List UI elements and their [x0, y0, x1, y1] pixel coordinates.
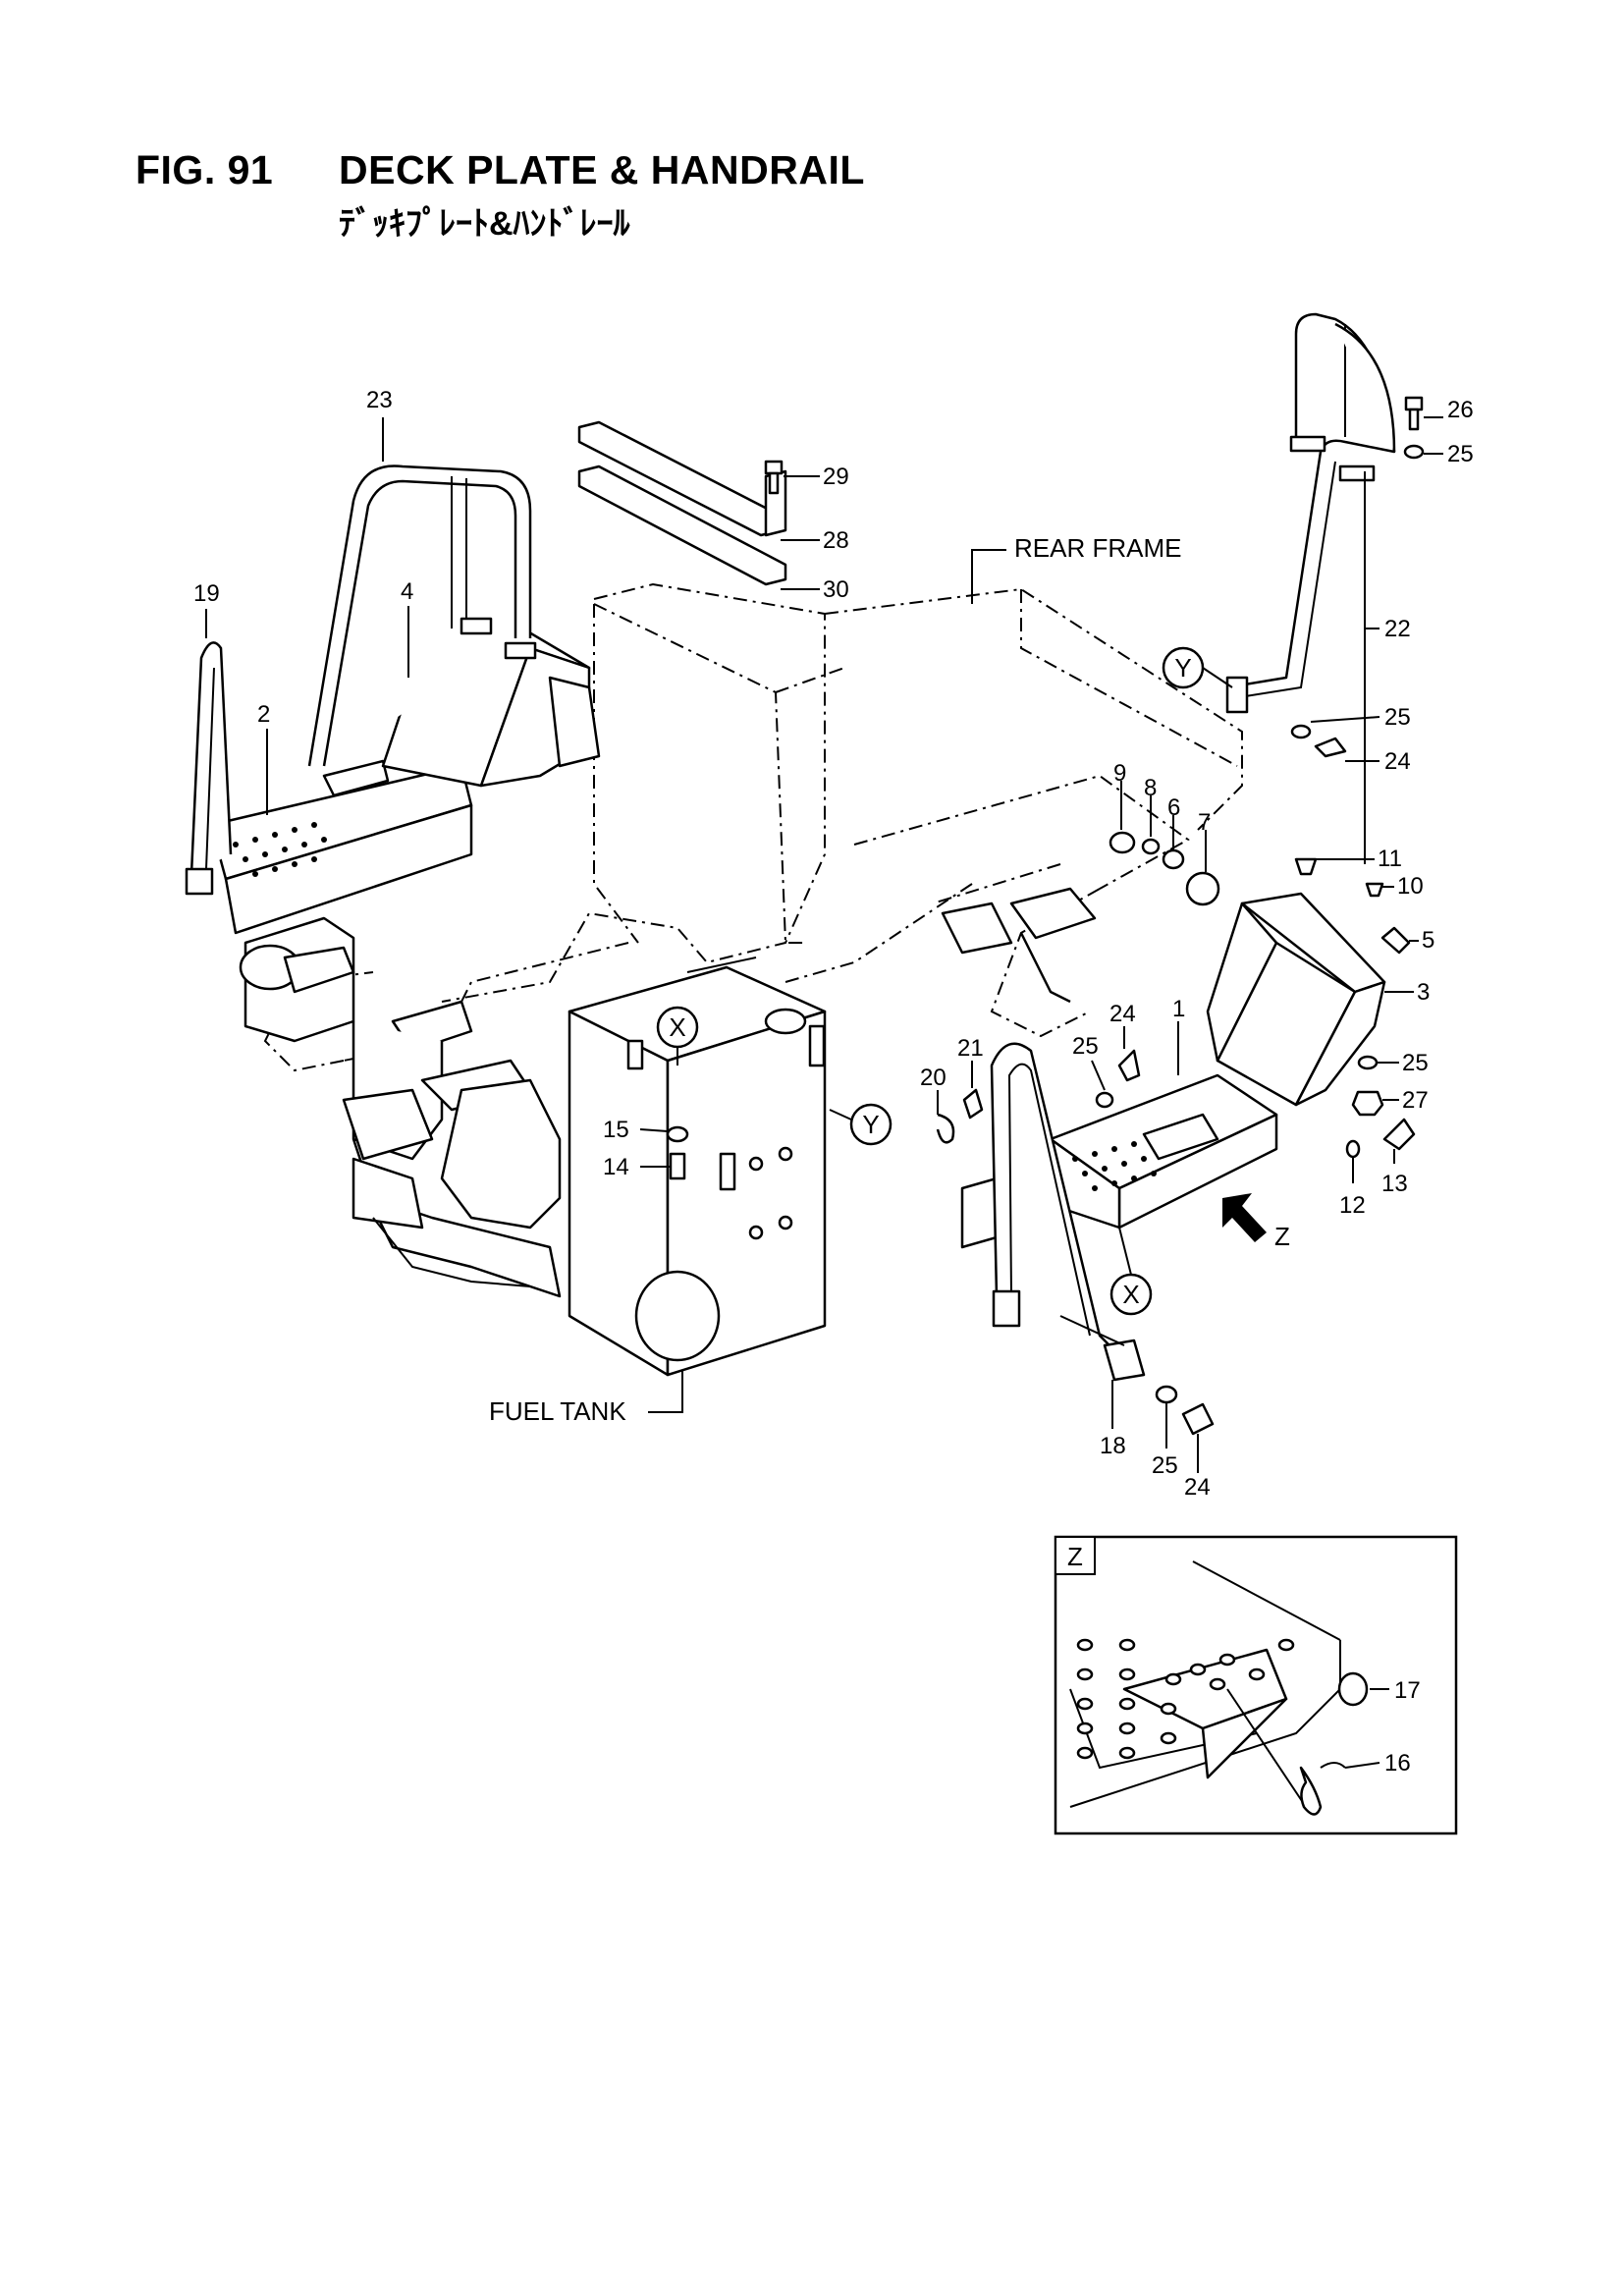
- callout-24-bottom: 24: [1184, 1474, 1211, 1501]
- right-deck-perforations: [1072, 1141, 1157, 1191]
- callout-18: 18: [1100, 1433, 1126, 1459]
- callout-23: 23: [366, 387, 393, 413]
- callout-25-bracket: 25: [1402, 1050, 1429, 1076]
- ladder-cover: [381, 602, 601, 788]
- callout-12: 12: [1339, 1192, 1366, 1219]
- view-z-arrow: Z: [1222, 1193, 1290, 1251]
- figure-title: DECK PLATE & HANDRAIL: [339, 147, 865, 192]
- leader-lines: [205, 416, 1443, 1473]
- figure-subtitle: ﾃﾞｯｷﾌﾟﾚｰﾄ&ﾊﾝﾄﾞﾚｰﾙ: [339, 205, 630, 243]
- svg-text:Y: Y: [1174, 653, 1191, 683]
- callout-21: 21: [957, 1035, 984, 1062]
- callout-15: 15: [603, 1117, 629, 1143]
- callout-24-right: 24: [1384, 748, 1411, 775]
- left-deck-plate: [209, 759, 473, 935]
- detail-view-z: Z 17 16: [1054, 1535, 1458, 1835]
- callout-27: 27: [1402, 1087, 1429, 1114]
- left-grab-rail: [185, 641, 233, 896]
- callout-22: 22: [1384, 616, 1411, 642]
- rear-handrail: [1225, 312, 1396, 714]
- callout-28: 28: [823, 527, 849, 554]
- callout-16: 16: [1384, 1750, 1411, 1777]
- callout-8: 8: [1144, 775, 1157, 801]
- callout-3: 3: [1417, 979, 1430, 1006]
- callout-17: 17: [1394, 1677, 1421, 1704]
- callout-29: 29: [823, 464, 849, 490]
- callout-25-deck: 25: [1072, 1033, 1099, 1060]
- ref-y-tank: Y: [829, 1103, 893, 1146]
- detail-z-label: Z: [1067, 1542, 1083, 1571]
- svg-text:Z: Z: [1274, 1222, 1290, 1251]
- callout-25-bottom: 25: [1152, 1452, 1178, 1479]
- step-bracket: [1206, 892, 1386, 1107]
- fuel-tank-label: FUEL TANK: [489, 1396, 626, 1426]
- callout-5: 5: [1422, 927, 1434, 954]
- right-frame-brackets: [941, 887, 1097, 1004]
- svg-text:X: X: [1122, 1280, 1139, 1309]
- callout-1: 1: [1172, 996, 1185, 1022]
- callout-6: 6: [1167, 794, 1180, 821]
- fuel-tank: [568, 957, 827, 1377]
- callout-4: 4: [401, 578, 413, 605]
- callout-20: 20: [920, 1065, 947, 1091]
- svg-text:Y: Y: [862, 1110, 879, 1139]
- centre-panel-outline: [593, 603, 845, 944]
- lower-frame: [239, 916, 562, 1298]
- callout-labels: 23 19 2 4 29 28 30 REAR FRAME 26 25 22 2…: [193, 387, 1474, 1501]
- callout-25-right: 25: [1384, 704, 1411, 731]
- front-grab-rail: [990, 1042, 1146, 1382]
- callout-26: 26: [1447, 397, 1474, 423]
- callout-9: 9: [1113, 760, 1126, 787]
- ref-x-deck: X: [1109, 1227, 1153, 1316]
- callout-7: 7: [1198, 809, 1211, 836]
- callout-25-top: 25: [1447, 441, 1474, 467]
- deck-perforations: [233, 822, 327, 877]
- centre-support-plates: [577, 420, 787, 586]
- callout-11: 11: [1378, 846, 1402, 872]
- callout-30: 30: [823, 576, 849, 603]
- figure-number: FIG. 91: [135, 147, 274, 192]
- detail-perforations: [1076, 1638, 1295, 1760]
- callout-14: 14: [603, 1154, 629, 1180]
- ref-y-top: Y: [1162, 646, 1233, 689]
- callout-19: 19: [193, 580, 220, 607]
- callout-10: 10: [1397, 873, 1424, 900]
- svg-text:X: X: [669, 1012, 685, 1042]
- rear-frame-label: REAR FRAME: [1014, 533, 1181, 563]
- ref-x-tank: X: [656, 1006, 699, 1066]
- callout-13: 13: [1381, 1171, 1408, 1197]
- callout-24-deck: 24: [1109, 1001, 1136, 1027]
- left-handrail: [307, 465, 537, 767]
- callout-2: 2: [257, 701, 270, 728]
